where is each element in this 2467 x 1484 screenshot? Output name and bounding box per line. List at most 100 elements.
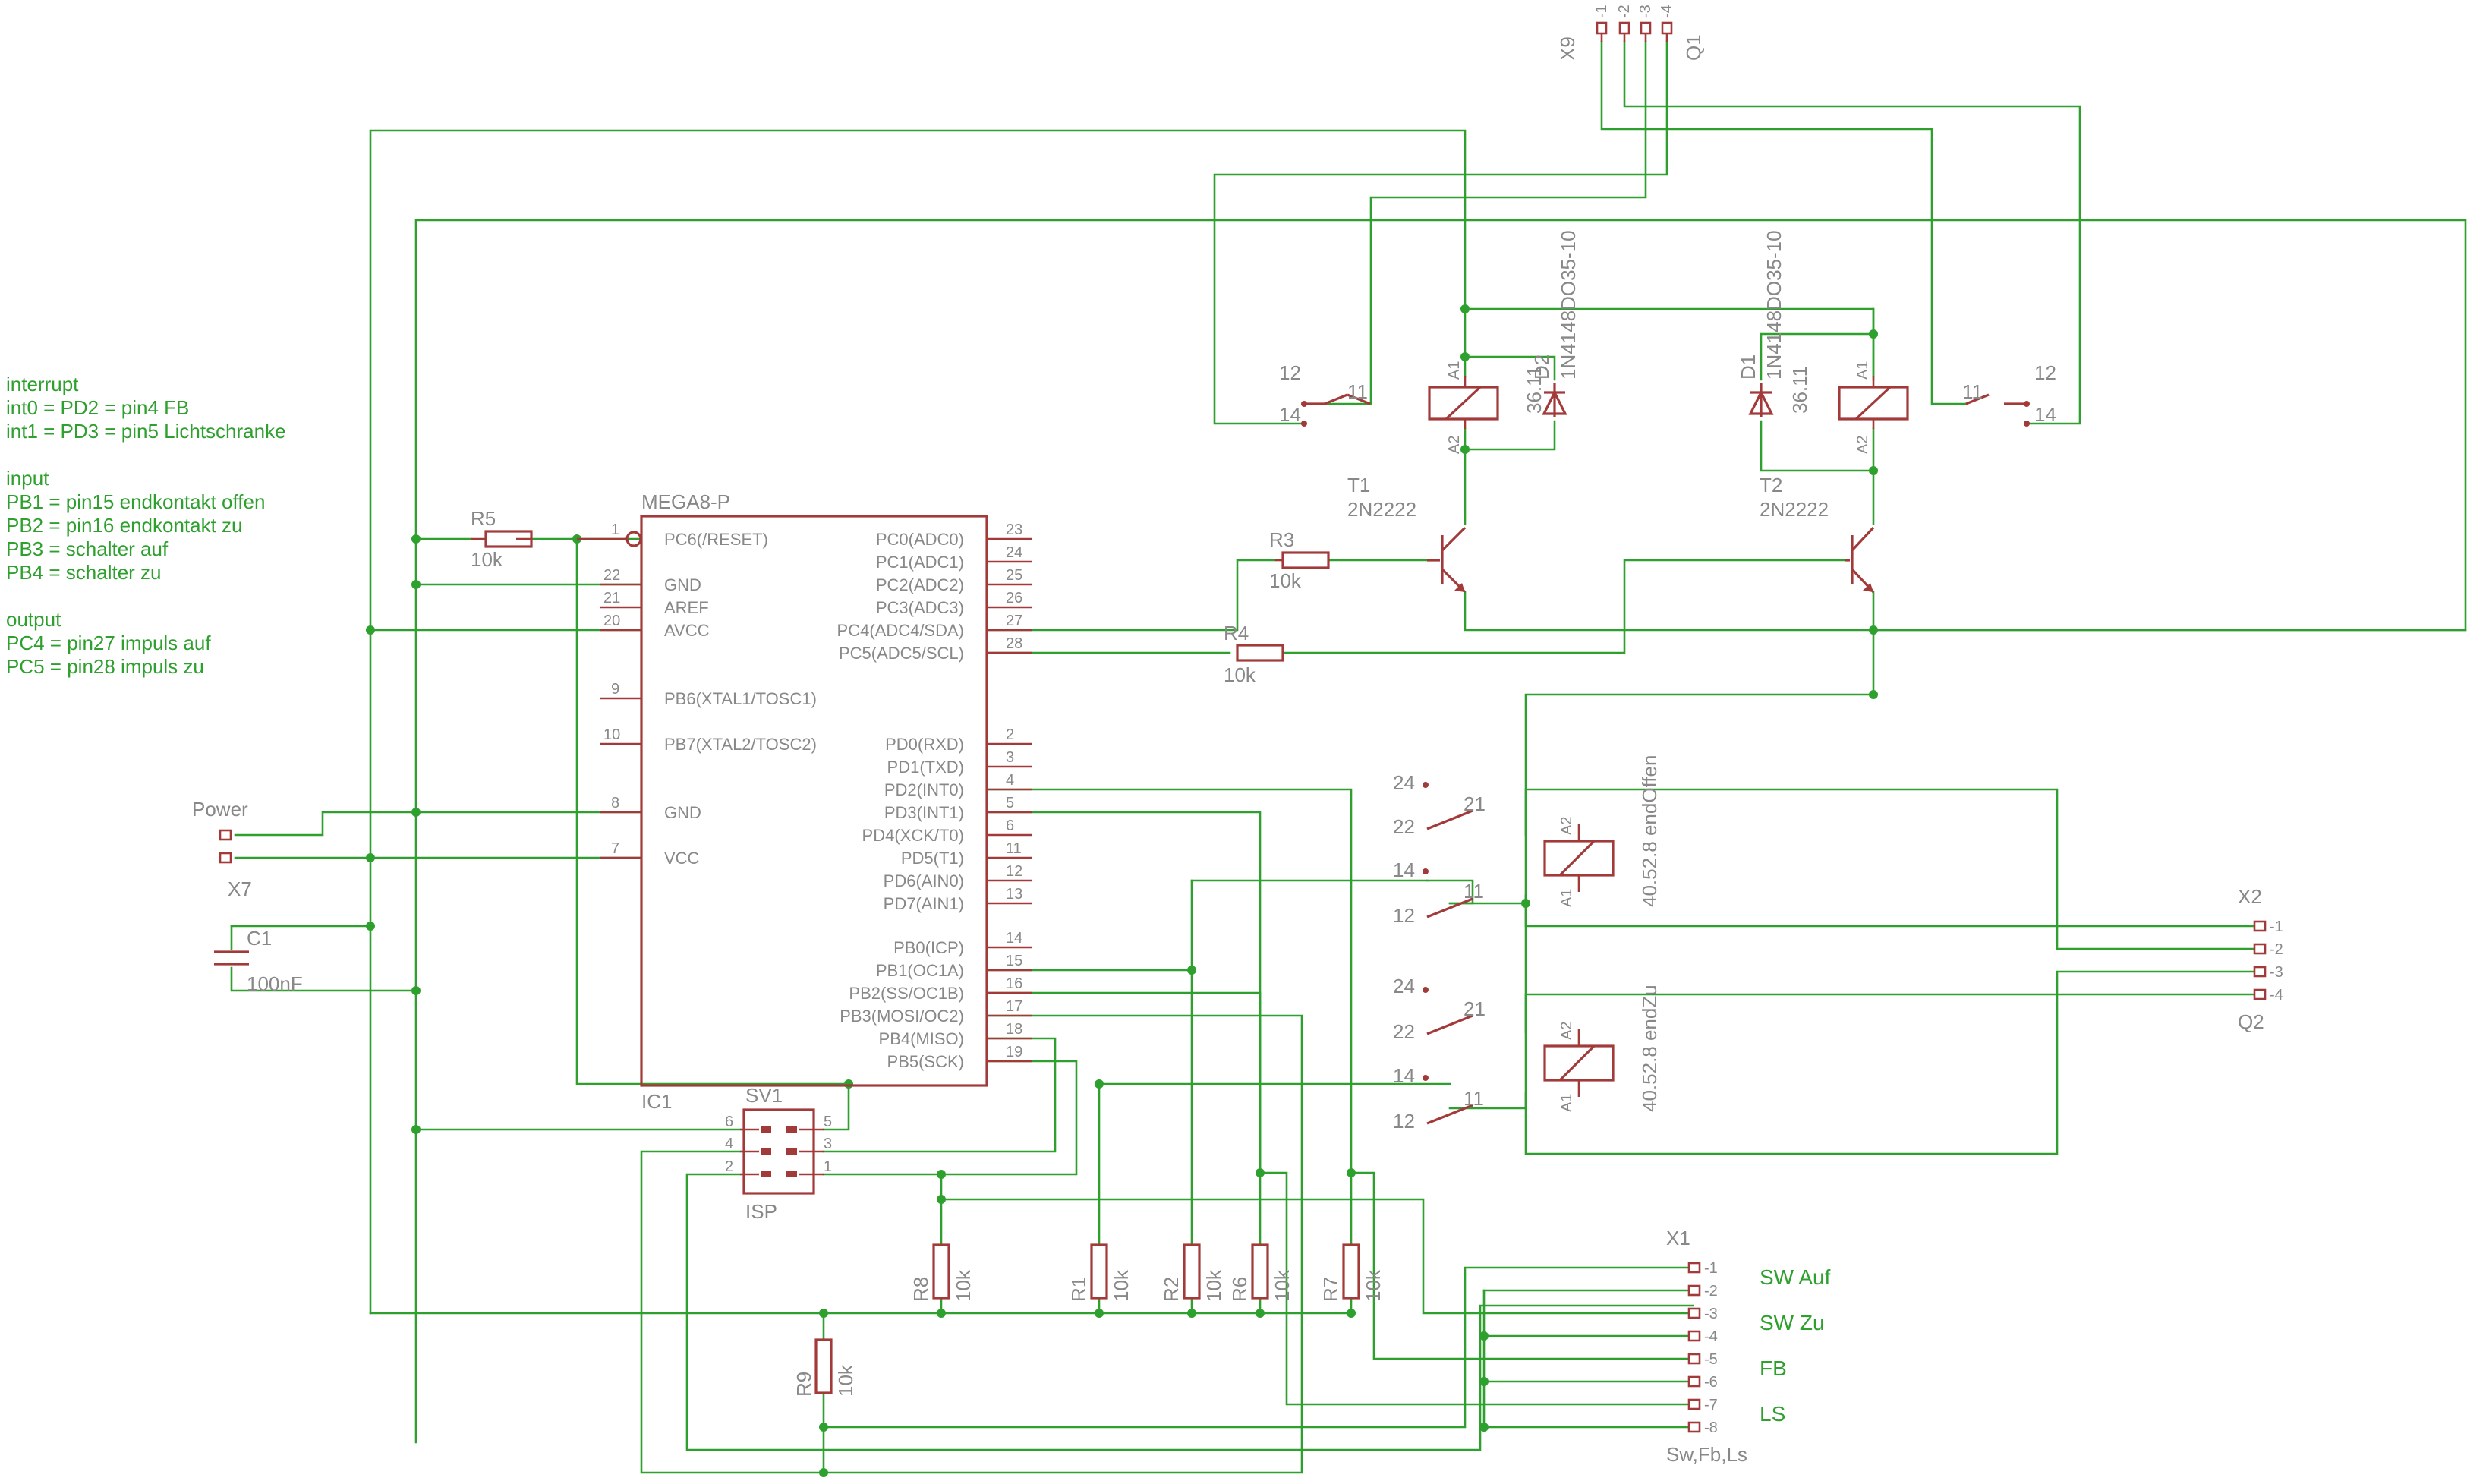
ic1-pin-num: 17 bbox=[1006, 998, 1022, 1015]
resistor-r3[interactable]: R3 10k bbox=[1269, 528, 1330, 592]
resistor-r1[interactable]: R1 10k bbox=[1067, 1243, 1133, 1302]
ic1-pin-num: 15 bbox=[1006, 953, 1022, 969]
diode-name: D1 bbox=[1737, 354, 1760, 380]
capacitor-name: C1 bbox=[247, 927, 272, 950]
transistor-t2[interactable]: T2 2N2222 bbox=[1760, 474, 1875, 594]
relay-value: 36.11 bbox=[1788, 366, 1811, 414]
x2-pin-label: -1 bbox=[2270, 918, 2283, 935]
relay-contact-blade bbox=[1324, 393, 1348, 405]
relay-label: 40.52.8 endZu bbox=[1638, 985, 1661, 1112]
x9-name: X9 bbox=[1556, 36, 1579, 61]
resistor-r9[interactable]: R9 10k bbox=[792, 1338, 857, 1397]
resistor-r8[interactable]: R8 10k bbox=[909, 1243, 975, 1302]
x1-signal-label: FB bbox=[1760, 1356, 1787, 1380]
relay-end-offen[interactable]: A2 A1 40.52.8 endOffen 24 22 21 14 12 11 bbox=[1393, 755, 1661, 927]
ic1-pin-num: 2 bbox=[1006, 726, 1014, 743]
relay-a1-label: A1 bbox=[1558, 889, 1575, 907]
ic1-pin-name: PC5(ADC5/SCL) bbox=[839, 644, 964, 663]
ic1-pin-num: 3 bbox=[1006, 749, 1014, 766]
resistor-r4[interactable]: R4 10k bbox=[1224, 622, 1284, 686]
resistor-body bbox=[1281, 551, 1330, 569]
power-name: X7 bbox=[228, 877, 252, 900]
ic1-pin-name: PB6(XTAL1/TOSC1) bbox=[664, 689, 817, 708]
power-connector-x7[interactable]: Power X7 bbox=[192, 798, 252, 900]
x1-pin-label: -8 bbox=[1704, 1419, 1718, 1436]
ic1-pin-num: 18 bbox=[1006, 1021, 1022, 1038]
ic1-pin-num: 13 bbox=[1006, 886, 1022, 903]
connector-pad bbox=[1687, 1307, 1701, 1319]
ic1-pin-num: 14 bbox=[1006, 930, 1022, 947]
ic1-pin-num: 21 bbox=[603, 590, 620, 607]
resistor-name: R7 bbox=[1319, 1277, 1342, 1302]
ic1-right-pins: 23 24 25 26 27 28 2 3 4 5 6 11 12 13 14 … bbox=[837, 521, 1032, 1071]
note-line: PB4 = schalter zu bbox=[6, 561, 162, 584]
diode-d1[interactable]: D1 1N4148DO35-10 bbox=[1737, 230, 1785, 417]
ic1-pin-name: PD2(INT0) bbox=[884, 780, 964, 799]
isp-pin-num: 4 bbox=[725, 1136, 733, 1152]
relay-a1-label: A1 bbox=[1854, 361, 1871, 380]
resistor-body bbox=[1090, 1243, 1108, 1300]
resistor-name: R4 bbox=[1224, 622, 1249, 644]
ic1-pin-num: 22 bbox=[603, 567, 620, 584]
resistor-value: 10k bbox=[952, 1269, 975, 1302]
resistor-name: R6 bbox=[1228, 1277, 1251, 1302]
x9-pin-label: -1 bbox=[1593, 5, 1610, 18]
resistor-r2[interactable]: R2 10k bbox=[1160, 1243, 1225, 1302]
ic1-name-label: IC1 bbox=[641, 1090, 672, 1113]
ic1-pin-num: 11 bbox=[1006, 840, 1022, 857]
ic1-pin-name: GND bbox=[664, 803, 701, 822]
x9-pin-label: -4 bbox=[1659, 5, 1675, 18]
ic1-pin-name: PC6(/RESET) bbox=[664, 530, 768, 549]
isp-pin-num: 1 bbox=[824, 1158, 832, 1175]
connector-pad bbox=[1661, 21, 1673, 35]
relay-top-left[interactable]: A1 A2 36.11 12 11 14 bbox=[1279, 361, 1545, 454]
relay-a2-label: A2 bbox=[1446, 436, 1463, 454]
resistor-name: R2 bbox=[1160, 1277, 1183, 1302]
isp-header-sv1[interactable]: SV1 ISP 6 4 2 5 3 1 bbox=[725, 1084, 832, 1223]
resistor-body bbox=[1183, 1243, 1201, 1300]
x1-value: Sw,Fb,Ls bbox=[1666, 1443, 1747, 1466]
connector-pad bbox=[2253, 920, 2267, 932]
resistor-name: R1 bbox=[1067, 1277, 1090, 1302]
relay-contact-num: 11 bbox=[1962, 380, 1983, 403]
resistor-r7[interactable]: R7 10k bbox=[1319, 1243, 1385, 1302]
x2-pin-label: -3 bbox=[2270, 964, 2283, 981]
relay-contact-num: 11 bbox=[1464, 880, 1484, 903]
x1-pin-label: -4 bbox=[1704, 1328, 1718, 1345]
relay-a1-label: A1 bbox=[1558, 1094, 1575, 1112]
power-label: Power bbox=[192, 798, 248, 821]
resistor-r5[interactable]: R5 10k bbox=[471, 507, 533, 571]
relay-contact-num: 21 bbox=[1464, 997, 1486, 1020]
relay-contact-blade bbox=[1965, 393, 1990, 405]
ic1-mega8[interactable]: MEGA8-P IC1 1 22 21 20 9 10 8 7 PC6(/RES… bbox=[577, 490, 1032, 1113]
ic1-pin-name: VCC bbox=[664, 849, 700, 868]
isp-label: ISP bbox=[745, 1200, 777, 1223]
note-line: int0 = PD2 = pin4 FB bbox=[6, 396, 189, 419]
transistor-collector bbox=[1441, 526, 1467, 552]
note-line: PB2 = pin16 endkontakt zu bbox=[6, 514, 243, 537]
relay-top-right[interactable]: A1 A2 36.11 11 12 14 bbox=[1788, 361, 2056, 454]
relay-end-zu[interactable]: A2 A1 40.52.8 endZu 24 22 21 14 12 11 bbox=[1393, 975, 1661, 1133]
connector-x1[interactable]: X1 -1 -2 -3 -4 -5 -6 -7 -8 SW Auf SW Zu … bbox=[1666, 1227, 1831, 1466]
resistor-name: R3 bbox=[1269, 528, 1294, 551]
x9-pin-label: -3 bbox=[1637, 5, 1654, 18]
x1-signal-label: SW Auf bbox=[1760, 1265, 1831, 1289]
capacitor-c1[interactable]: C1 100nF bbox=[214, 927, 303, 995]
ic1-pin-num: 28 bbox=[1006, 635, 1022, 652]
connector-x9[interactable]: -1 -2 -3 -4 X9 Q1 bbox=[1556, 5, 1705, 61]
ic1-pin-name: PD3(INT1) bbox=[884, 803, 964, 822]
ic1-pin-num: 23 bbox=[1006, 521, 1022, 538]
resistor-r6[interactable]: R6 10k bbox=[1228, 1243, 1293, 1302]
connector-x2[interactable]: X2 Q2 -1 -2 -3 -4 bbox=[2238, 885, 2283, 1033]
transistor-t1[interactable]: T1 2N2222 bbox=[1347, 474, 1467, 594]
note-line: int1 = PD3 = pin5 Lichtschranke bbox=[6, 420, 286, 443]
relay-contact-num: 11 bbox=[1464, 1087, 1484, 1110]
x9-alt-name: Q1 bbox=[1682, 34, 1705, 61]
relay-contact-num: 14 bbox=[1393, 859, 1415, 881]
ic1-pin-num: 16 bbox=[1006, 975, 1022, 992]
connector-pad bbox=[219, 852, 232, 864]
ic1-pin-name: PB1(OC1A) bbox=[876, 961, 964, 980]
diode-d2[interactable]: D2 1N4148DO35-10 bbox=[1530, 230, 1580, 417]
relay-contact-num: 12 bbox=[2034, 361, 2056, 384]
ic1-pin-name: PB5(SCK) bbox=[887, 1052, 964, 1071]
